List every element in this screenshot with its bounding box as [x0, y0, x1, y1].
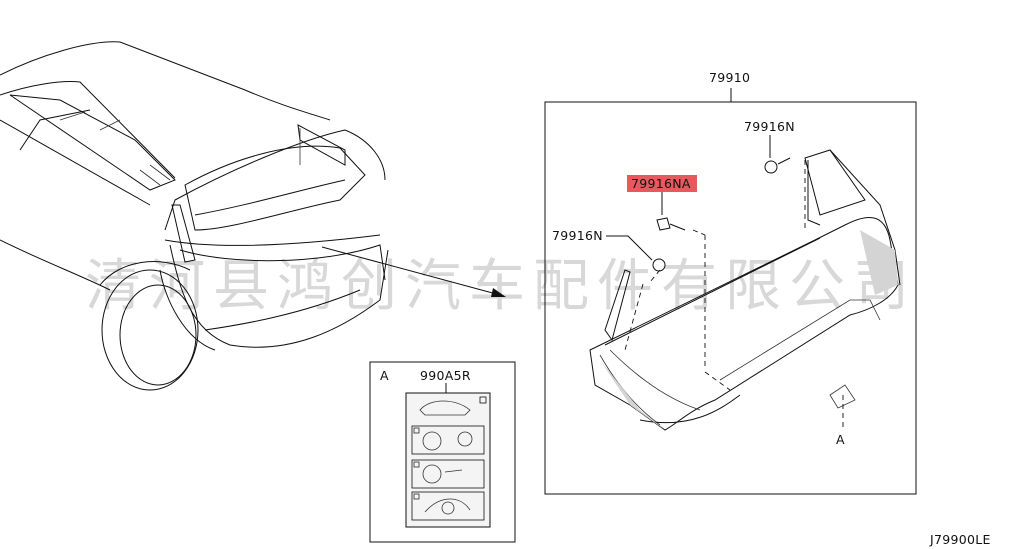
label-79916N-left: 79916N — [552, 228, 603, 243]
clip-79916N-left: 79916N — [552, 228, 666, 272]
assembly-box: 79910 79916N 799 — [544, 70, 917, 495]
clip-icon — [652, 258, 666, 272]
highlight-box — [627, 175, 697, 192]
label-79910: 79910 — [709, 70, 750, 85]
label-detail-box: A 990A5R — [369, 361, 516, 543]
car-rear-illustration — [0, 41, 389, 391]
label-79916NA: 79916NA — [631, 176, 691, 191]
view-ref-arrow-label: A — [836, 432, 845, 447]
watermark-text: 清河县鸿创汽车配件有限公司 — [85, 254, 917, 319]
label-79916N-top: 79916N — [744, 119, 795, 134]
pointer-arrow — [321, 246, 506, 297]
clip-79916NA-highlight: 79916NA — [627, 175, 697, 231]
view-ref-box-label: A — [380, 368, 389, 383]
clip-79916N-top: 79916N — [744, 119, 795, 174]
clip-icon — [656, 217, 671, 231]
clip-icon — [764, 160, 778, 174]
label-990A5R: 990A5R — [420, 368, 471, 383]
label-detail-frame — [369, 361, 516, 543]
drawing-code: J79900LE — [929, 532, 991, 547]
